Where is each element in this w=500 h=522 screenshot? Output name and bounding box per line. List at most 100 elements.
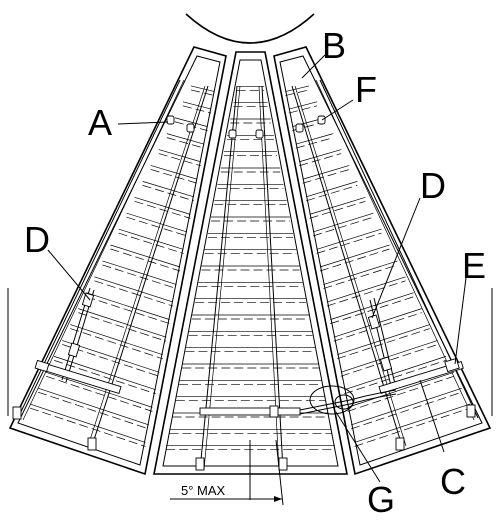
center-foot-left — [195, 457, 205, 471]
left-slat-dash-10 — [118, 232, 184, 254]
label-d-right: D — [420, 165, 446, 206]
right-strut-block-2 — [379, 356, 393, 372]
left-slat-dash-2 — [182, 105, 212, 114]
connector-ring — [334, 394, 354, 410]
right-clip-1 — [295, 123, 304, 133]
left-slat-13 — [94, 276, 174, 303]
left-slat-5 — [158, 149, 201, 163]
leader-f — [321, 99, 354, 121]
left-slat-dash-12 — [102, 264, 177, 289]
right-slat-dash-1 — [285, 89, 310, 96]
right-slat-dash-18 — [344, 360, 446, 395]
right-slat-dash-20 — [350, 391, 463, 430]
left-slat-dash-11 — [110, 248, 181, 272]
center-panel — [153, 51, 348, 475]
left-foot-2 — [87, 437, 97, 451]
left-slat-16 — [70, 324, 163, 356]
left-slat-11 — [110, 244, 181, 268]
left-strut-block-2 — [67, 342, 81, 358]
right-slat-dash-11 — [319, 248, 390, 272]
center-panel-inner-outline — [162, 59, 339, 467]
right-slat-1 — [285, 85, 310, 92]
left-slat-15 — [78, 308, 167, 338]
center-cross-bar-end — [269, 405, 279, 418]
left-slats — [29, 85, 215, 447]
right-slat-dash-4 — [295, 137, 334, 149]
left-slat-14 — [86, 292, 170, 320]
right-slat-dash-12 — [323, 264, 398, 289]
label-c: C — [440, 461, 466, 502]
right-slat-dash-7 — [306, 185, 358, 202]
right-slat-4 — [295, 133, 334, 145]
left-slat-4 — [166, 133, 205, 145]
right-slat-dash-16 — [337, 328, 430, 360]
right-slat-17 — [340, 340, 438, 373]
left-slat-12 — [102, 260, 177, 285]
right-slat-dash-13 — [326, 280, 406, 307]
right-slat-18 — [344, 356, 446, 391]
right-slat-5 — [299, 149, 342, 163]
right-slat-dash-8 — [309, 200, 366, 219]
left-slat-2 — [182, 101, 212, 110]
left-slat-dash-20 — [37, 391, 150, 430]
left-slat-8 — [134, 196, 191, 215]
center-rail-left — [199, 85, 238, 471]
angle-dimension: 5° MAX — [170, 439, 284, 506]
leader-d-right — [371, 197, 421, 319]
left-slat-3 — [174, 117, 208, 127]
leader-a — [117, 121, 169, 125]
left-slat-dash-4 — [166, 137, 205, 149]
left-slat-6 — [150, 165, 198, 180]
left-cross-bar-end — [34, 359, 50, 373]
label-g: G — [367, 479, 395, 520]
left-slat-9 — [126, 212, 188, 233]
connector-hose-2 — [299, 393, 397, 415]
right-slat-dash-9 — [312, 216, 374, 237]
connector-hose — [299, 389, 397, 411]
leader-e — [454, 277, 467, 365]
right-panel-inner-outline — [279, 55, 483, 466]
right-slat-dash-6 — [302, 169, 350, 184]
right-slat-dash-10 — [316, 232, 382, 254]
left-strut-block — [81, 292, 95, 308]
center-clip-right — [255, 129, 264, 139]
connector-g — [299, 385, 397, 415]
left-slat-19 — [46, 371, 153, 408]
left-clip-2 — [186, 123, 195, 133]
right-slat-19 — [347, 371, 454, 408]
label-a: A — [88, 102, 112, 143]
right-foot-2 — [466, 404, 476, 418]
left-foot-1 — [12, 406, 22, 420]
left-clip-1 — [166, 115, 175, 125]
hub-arc — [185, 13, 315, 44]
right-slat-dash-21 — [354, 407, 471, 447]
right-strut-2 — [373, 297, 397, 389]
left-slat-20 — [37, 387, 150, 426]
right-slat-10 — [316, 228, 382, 250]
left-slat-dash-9 — [126, 216, 188, 237]
labels: A B F D D E C G — [24, 25, 486, 520]
right-slat-16 — [337, 324, 430, 356]
center-foot-right — [278, 457, 288, 471]
right-clip-2 — [317, 115, 326, 125]
left-slat-1 — [190, 85, 215, 92]
left-slat-dash-5 — [158, 153, 201, 167]
left-slat-dash-1 — [190, 89, 215, 96]
center-rail-right — [261, 85, 284, 471]
right-slat-dash-17 — [340, 344, 438, 377]
right-slat-13 — [326, 276, 406, 303]
left-slat-21 — [29, 403, 146, 443]
label-e: E — [462, 245, 486, 286]
left-slat-10 — [118, 228, 184, 250]
left-slat-7 — [142, 181, 194, 198]
right-slat-8 — [309, 196, 366, 215]
left-panel — [8, 46, 227, 476]
leader-g — [335, 411, 381, 483]
left-slat-18 — [54, 356, 156, 391]
right-slat-21 — [354, 403, 471, 443]
right-cross-bar — [378, 360, 464, 394]
right-slat-9 — [312, 212, 374, 233]
right-slat-6 — [302, 165, 350, 180]
right-panel-outline — [273, 46, 492, 476]
